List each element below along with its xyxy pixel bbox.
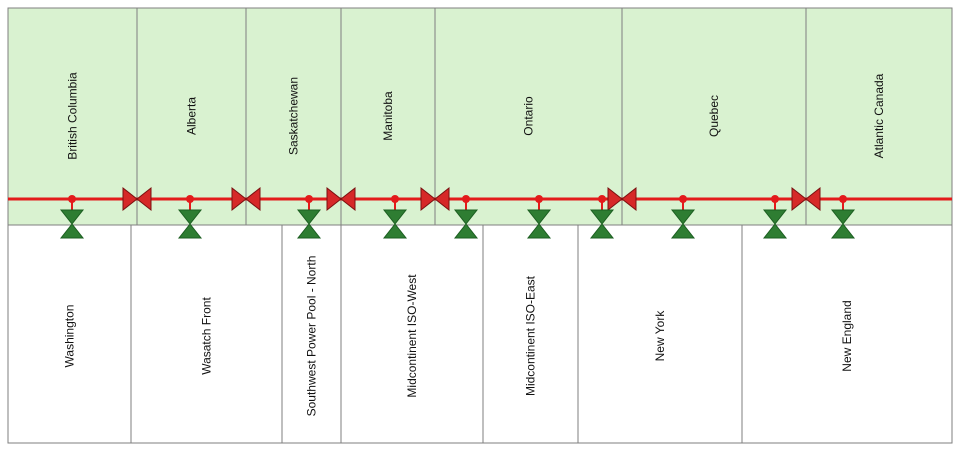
valve-triangle-bottom [670,223,696,239]
valve-triangle-bottom [296,223,322,239]
region-box-midcontinent-iso-east [482,224,579,444]
region-label-new-york: New York [653,310,667,362]
interface-triangle-left [231,186,247,212]
interface-triangle-right [805,186,821,212]
valve-triangle-top [59,209,85,225]
valve-triangle-bottom [526,223,552,239]
interface-triangle-left [791,186,807,212]
interface-triangle-right [434,186,450,212]
region-box-new-england [741,224,953,444]
interface-triangle-left [420,186,436,212]
region-label-southwest-power-pool-north: Southwest Power Pool - North [305,256,319,417]
valve-triangle-bottom [382,223,408,239]
valve-triangle-top [296,209,322,225]
interface-triangle-left [607,186,623,212]
region-label-manitoba: Manitoba [381,91,395,141]
region-label-midcontinent-iso-east: Midcontinent ISO-East [524,275,538,396]
region-label-new-england: New England [840,300,854,371]
canada-regions: British Columbia Alberta Saskatchewan Manit… [7,7,953,226]
region-box-british-columbia [7,7,138,226]
region-box-quebec [621,7,807,226]
region-label-quebec: Quebec [707,95,721,137]
interface-triangle-right [245,186,261,212]
region-box-atlantic-canada [805,7,953,226]
region-label-alberta: Alberta [185,97,199,135]
valve-triangle-bottom [589,223,615,239]
interface-triangle-right [340,186,356,212]
region-label-british-columbia: British Columbia [66,72,80,160]
region-box-wasatch-front [130,224,283,444]
region-label-ontario: Ontario [522,96,536,136]
region-label-wasatch-front: Wasatch Front [200,297,214,375]
region-label-midcontinent-iso-west: Midcontinent ISO-West [405,274,419,398]
region-box-ontario [434,7,623,226]
interface-triangle-right [621,186,637,212]
region-box-washington [7,224,132,444]
valve-triangle-top [762,209,788,225]
valve-triangle-top [177,209,203,225]
us-regions: Washington Wasatch Front Southwest Power P… [7,224,953,444]
region-box-manitoba [340,7,436,226]
valve-triangle-top [589,209,615,225]
valve-triangle-bottom [762,223,788,239]
valve-triangle-bottom [177,223,203,239]
valve-triangle-top [670,209,696,225]
valve-triangle-bottom [830,223,856,239]
interface-markers [122,186,821,212]
valve-triangle-top [526,209,552,225]
valve-markers [59,209,856,239]
interface-triangle-left [122,186,138,212]
valve-triangle-bottom [59,223,85,239]
region-label-saskatchewan: Saskatchewan [287,77,301,155]
interface-triangle-right [136,186,152,212]
valve-triangle-top [382,209,408,225]
interface-triangle-left [326,186,342,212]
region-box-midcontinent-iso-west [340,224,484,444]
region-box-southwest-power-pool-north [281,224,342,444]
valve-triangle-top [453,209,479,225]
region-label-washington: Washington [63,305,77,368]
valve-triangle-top [830,209,856,225]
region-box-new-york [577,224,743,444]
region-label-atlantic-canada: Atlantic Canada [872,73,886,158]
region-box-saskatchewan [245,7,342,226]
valve-triangle-bottom [453,223,479,239]
